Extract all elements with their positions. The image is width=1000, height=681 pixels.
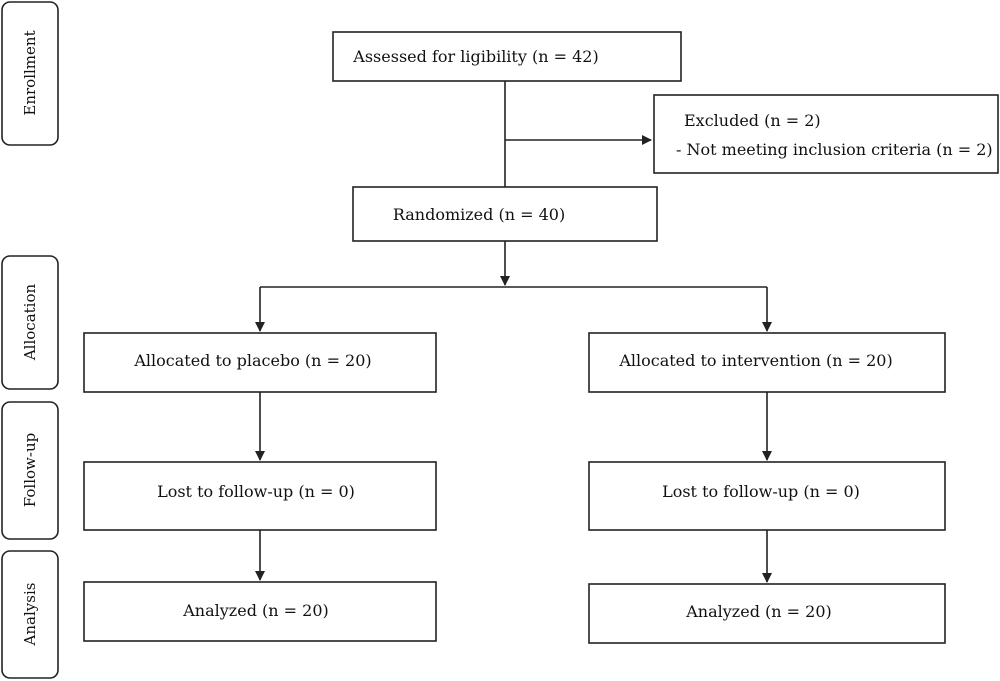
box-analyzed-placebo: Analyzed (n = 20) [83, 581, 437, 642]
box-lost-intervention-label: Lost to follow-up (n = 0) [662, 482, 860, 501]
box-randomized: Randomized (n = 40) [352, 186, 658, 242]
box-analyzed-placebo-label: Analyzed (n = 20) [182, 601, 329, 620]
box-assessed-label: Assessed for ligibility (n = 42) [352, 47, 598, 66]
box-alloc-placebo: Allocated to placebo (n = 20) [83, 332, 437, 393]
box-analyzed-intervention-label: Analyzed (n = 20) [685, 602, 832, 621]
box-excluded-reason: - Not meeting inclusion criteria (n = 2) [676, 140, 993, 159]
box-alloc-intervention: Allocated to intervention (n = 20) [588, 332, 946, 393]
stage-allocation: Allocation [1, 255, 59, 390]
box-alloc-intervention-label: Allocated to intervention (n = 20) [618, 351, 892, 370]
box-assessed: Assessed for ligibility (n = 42) [332, 31, 682, 82]
box-alloc-placebo-label: Allocated to placebo (n = 20) [133, 351, 371, 370]
box-excluded-title: Excluded (n = 2) [684, 111, 821, 130]
box-analyzed-intervention: Analyzed (n = 20) [588, 583, 946, 644]
box-lost-placebo-label: Lost to follow-up (n = 0) [157, 482, 355, 501]
stage-analysis-label: Analysis [21, 583, 39, 647]
stage-followup-label: Follow-up [21, 433, 39, 507]
stage-analysis: Analysis [1, 550, 59, 679]
stage-followup: Follow-up [1, 401, 59, 540]
stage-enrollment: Enrollment [1, 1, 59, 146]
box-randomized-label: Randomized (n = 40) [393, 205, 565, 224]
stage-enrollment-label: Enrollment [21, 30, 39, 115]
box-excluded: Excluded (n = 2) - Not meeting inclusion… [653, 94, 999, 174]
stage-allocation-label: Allocation [21, 284, 39, 362]
box-lost-placebo: Lost to follow-up (n = 0) [83, 461, 437, 531]
box-lost-intervention: Lost to follow-up (n = 0) [588, 461, 946, 531]
